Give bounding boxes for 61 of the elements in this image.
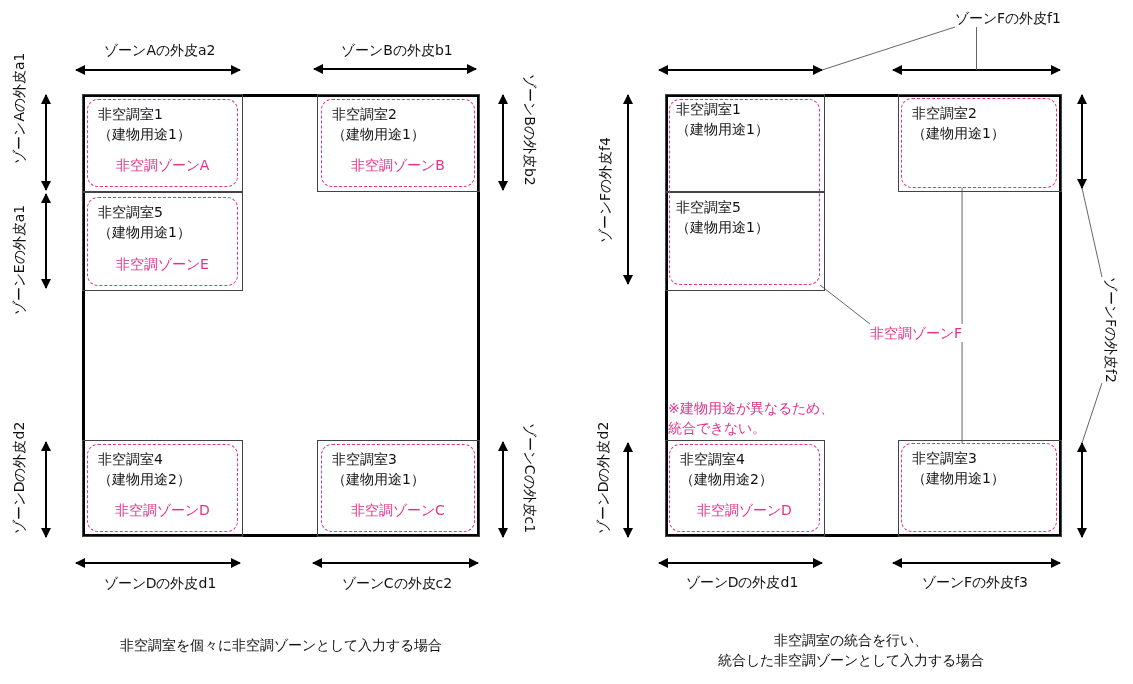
building-outline <box>665 94 1062 537</box>
building-use: （建物用途1） <box>676 218 769 237</box>
dimension-line <box>1077 94 1087 189</box>
dimension-label: ゾーンDの外皮d1 <box>103 574 217 592</box>
dimension-label: ゾーンFの外皮f2 <box>1102 277 1120 383</box>
leader-line <box>976 26 977 71</box>
building-use: （建物用途1） <box>676 120 769 139</box>
room-name: 非空調室1 <box>98 105 163 124</box>
dimension-label: ゾーンDの外皮d2 <box>10 421 28 535</box>
dimension-label: ゾーンDの外皮d2 <box>594 421 612 535</box>
building-use: （建物用途1） <box>98 125 191 144</box>
zone-name: 非空調ゾーンD <box>697 501 792 520</box>
leader-line <box>961 341 963 444</box>
zone-outline <box>669 99 820 285</box>
dimension-label: ゾーンFの外皮f4 <box>596 137 614 243</box>
room-name: 非空調室2 <box>332 105 397 124</box>
zone-name: 非空調ゾーンC <box>351 501 445 520</box>
room-name: 非空調室3 <box>912 449 977 468</box>
dimension-line <box>892 65 1061 75</box>
building-use: （建物用途1） <box>98 223 191 242</box>
room-name: 非空調室2 <box>912 104 977 123</box>
dimension-label: ゾーンCの外皮c1 <box>521 422 539 534</box>
building-outline <box>82 94 480 537</box>
zone-name: 非空調ゾーンE <box>116 255 209 274</box>
zone-name: 非空調ゾーンF <box>870 324 963 342</box>
dimension-label: ゾーンBの外皮b1 <box>341 41 453 59</box>
room-name: 非空調室3 <box>332 450 397 469</box>
room-name: 非空調室1 <box>676 100 741 119</box>
room-name: 非空調室5 <box>98 203 163 222</box>
room-name: 非空調室4 <box>98 450 163 469</box>
leader-line <box>961 187 963 325</box>
building-use: （建物用途2） <box>98 470 191 489</box>
dimension-label: ゾーンFの外皮f3 <box>922 573 1028 591</box>
building-use: （建物用途1） <box>912 124 1005 143</box>
dimension-label: ゾーンAの外皮a2 <box>104 41 216 59</box>
note: ※建物用途が異なるため、統合できない。 <box>668 399 835 438</box>
building-use: （建物用途1） <box>912 469 1005 488</box>
room-name: 非空調室5 <box>676 198 741 217</box>
room-box <box>665 192 825 291</box>
dimension-label: ゾーンFの外皮f1 <box>955 9 1061 27</box>
dimension-label: ゾーンCの外皮c2 <box>341 574 453 592</box>
room-box <box>665 94 825 192</box>
zone-name: 非空調ゾーンD <box>115 501 210 520</box>
caption: 非空調室の統合を行い、統合した非空調ゾーンとして入力する場合 <box>717 631 985 670</box>
leader-line <box>821 26 956 71</box>
dimension-label: ゾーンEの外皮a1 <box>10 204 28 316</box>
building-use: （建物用途1） <box>332 125 425 144</box>
zone-name: 非空調ゾーンB <box>351 156 445 175</box>
zone-name: 非空調ゾーンA <box>115 156 210 175</box>
dimension-label: ゾーンBの外皮b2 <box>521 74 539 186</box>
building-use: （建物用途2） <box>680 470 773 489</box>
leader-line <box>1081 187 1103 278</box>
dimension-label: ゾーンAの外皮a1 <box>10 52 28 164</box>
building-use: （建物用途1） <box>332 470 425 489</box>
leader-line <box>1081 382 1103 444</box>
dimension-label: ゾーンDの外皮d1 <box>685 573 799 591</box>
room-name: 非空調室4 <box>680 450 745 469</box>
leader-line <box>819 284 871 325</box>
caption: 非空調室を個々に非空調ゾーンとして入力する場合 <box>120 636 442 654</box>
dimension-line <box>1077 442 1087 538</box>
dimension-line <box>658 65 823 75</box>
